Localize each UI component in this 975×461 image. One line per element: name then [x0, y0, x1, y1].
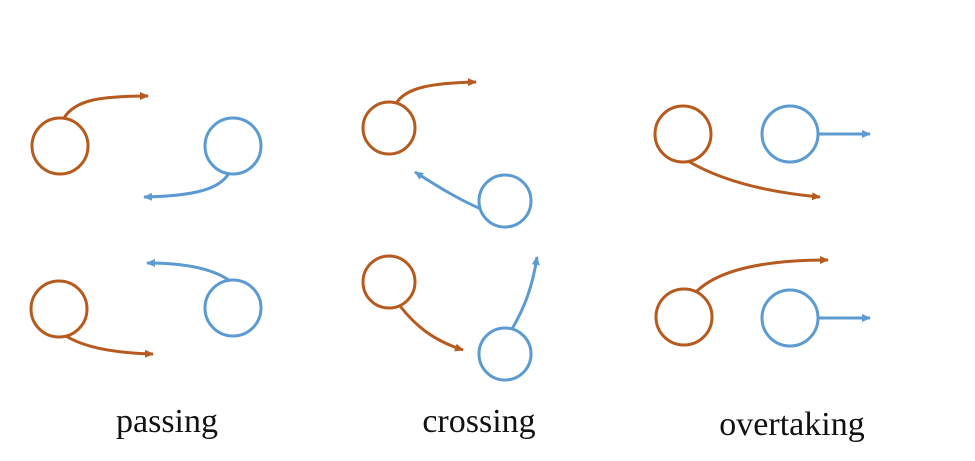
- agent-a-trajectory-arrow: [398, 305, 464, 352]
- crossing-scenario: crossing: [361, 78, 540, 440]
- agent-a-trajectory-arrow: [65, 334, 154, 358]
- passing-scenario: passing: [29, 92, 263, 440]
- agent-b-circle: [203, 116, 263, 176]
- agent-a-circle: [30, 116, 90, 176]
- agent-a-circle: [653, 104, 713, 164]
- passing-caption: passing: [116, 403, 218, 440]
- overtaking-example-bottom: [654, 256, 871, 348]
- overtaking-example-top: [653, 104, 871, 201]
- agent-b-circle: [477, 326, 533, 382]
- crossing-example-bottom: [361, 254, 540, 382]
- agent-b-circle: [477, 173, 533, 229]
- passing-example-bottom: [29, 259, 263, 358]
- agent-a-trajectory-arrow: [395, 78, 477, 103]
- crossing-caption: crossing: [422, 403, 535, 440]
- agent-a-trajectory-arrow: [694, 256, 829, 294]
- agent-b-trajectory-arrow: [143, 172, 231, 201]
- agent-b-trajectory-arrow: [510, 256, 540, 330]
- agent-b-trajectory-arrow: [146, 259, 231, 283]
- crossing-example-top: [361, 78, 533, 229]
- agent-b-circle: [760, 288, 820, 348]
- passing-example-top: [30, 92, 263, 201]
- agent-a-trajectory-arrow: [687, 159, 821, 201]
- agent-a-circle: [654, 287, 714, 347]
- agent-b-trajectory-arrow: [414, 170, 482, 211]
- agent-b-circle: [760, 104, 820, 164]
- overtaking-caption: overtaking: [719, 406, 864, 443]
- agent-a-trajectory-arrow: [62, 92, 149, 119]
- agent-a-circle: [361, 100, 417, 156]
- agent-b-circle: [203, 278, 263, 338]
- agent-a-circle: [361, 254, 417, 310]
- overtaking-scenario: overtaking: [653, 104, 871, 443]
- agent-a-circle: [29, 279, 89, 339]
